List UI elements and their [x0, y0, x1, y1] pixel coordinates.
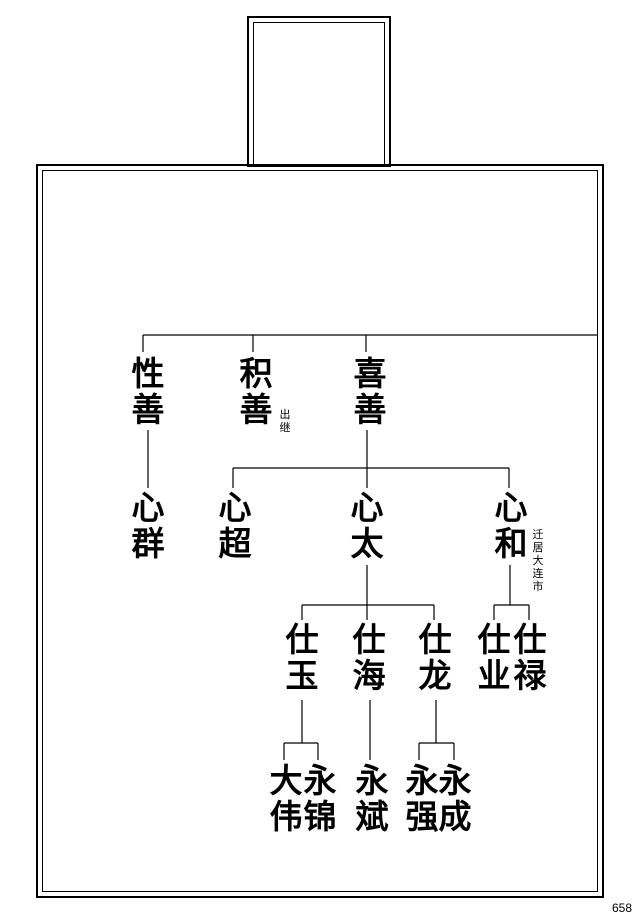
name-char: 强: [405, 797, 439, 836]
name-char: 超: [218, 524, 252, 563]
name-char: 太: [350, 524, 384, 563]
person-jishan: 积善: [236, 356, 276, 428]
page-number: 658: [611, 901, 632, 915]
shilong-connector: [418, 700, 455, 760]
annotation-char: 继: [279, 421, 291, 434]
name-char: 和: [494, 524, 528, 563]
name-char: 仕: [513, 620, 547, 659]
name-char: 玉: [285, 656, 319, 695]
person-shiyu: 仕玉: [282, 622, 322, 694]
name-char: 积: [239, 354, 273, 393]
gen1-connector: [142, 334, 597, 352]
annotation-jishan: 出继: [278, 408, 292, 434]
name-char: 性: [131, 354, 165, 393]
name-char: 业: [477, 656, 511, 695]
name-char: 仕: [285, 620, 319, 659]
page-frame-inner: [42, 170, 598, 892]
name-char: 大: [269, 761, 303, 800]
name-char: 海: [352, 656, 386, 695]
name-char: 禄: [513, 656, 547, 695]
name-char: 成: [438, 797, 472, 836]
name-char: 善: [131, 390, 165, 429]
annotation-xinhe: 迁居大连市: [531, 528, 545, 593]
person-shilong: 仕龙: [415, 622, 455, 694]
person-dawei: 大伟: [266, 763, 306, 835]
person-shihai: 仕海: [349, 622, 389, 694]
name-char: 仕: [352, 620, 386, 659]
person-shilu: 仕禄: [510, 622, 550, 694]
name-char: 斌: [355, 797, 389, 836]
annotation-char: 市: [532, 580, 544, 593]
person-yongcheng: 永成: [435, 763, 475, 835]
person-xinqun: 心群: [128, 490, 168, 562]
name-char: 心: [494, 488, 528, 527]
person-xingshan: 性善: [128, 356, 168, 428]
shiyu-connector: [283, 700, 319, 760]
name-char: 永: [303, 761, 337, 800]
xishan-connector: [232, 430, 510, 488]
person-xintai: 心太: [347, 490, 387, 562]
name-char: 锦: [303, 797, 337, 836]
person-xinchao: 心超: [215, 490, 255, 562]
name-char: 龙: [418, 656, 452, 695]
name-char: 喜: [353, 354, 387, 393]
name-char: 善: [353, 390, 387, 429]
name-char: 心: [131, 488, 165, 527]
xinhe-connector: [493, 565, 530, 620]
name-char: 心: [218, 488, 252, 527]
name-char: 心: [350, 488, 384, 527]
annotation-char: 迁: [532, 528, 544, 541]
xintai-connector: [301, 565, 435, 620]
name-char: 仕: [477, 620, 511, 659]
person-yongqiang: 永强: [402, 763, 442, 835]
person-yongbin: 永斌: [352, 763, 392, 835]
name-char: 永: [405, 761, 439, 800]
name-char: 仕: [418, 620, 452, 659]
annotation-char: 居: [532, 541, 544, 554]
name-char: 群: [131, 524, 165, 563]
person-xishan: 喜善: [350, 356, 390, 428]
title-frame: [247, 16, 391, 167]
name-char: 伟: [269, 797, 303, 836]
annotation-char: 出: [279, 408, 291, 421]
annotation-char: 大: [532, 554, 544, 567]
name-char: 永: [438, 761, 472, 800]
page-frame: [36, 164, 604, 898]
name-char: 永: [355, 761, 389, 800]
person-xinhe: 心和: [491, 490, 531, 562]
name-char: 善: [239, 390, 273, 429]
person-shiye: 仕业: [474, 622, 514, 694]
annotation-char: 连: [532, 567, 544, 580]
person-yongjin: 永锦: [300, 763, 340, 835]
